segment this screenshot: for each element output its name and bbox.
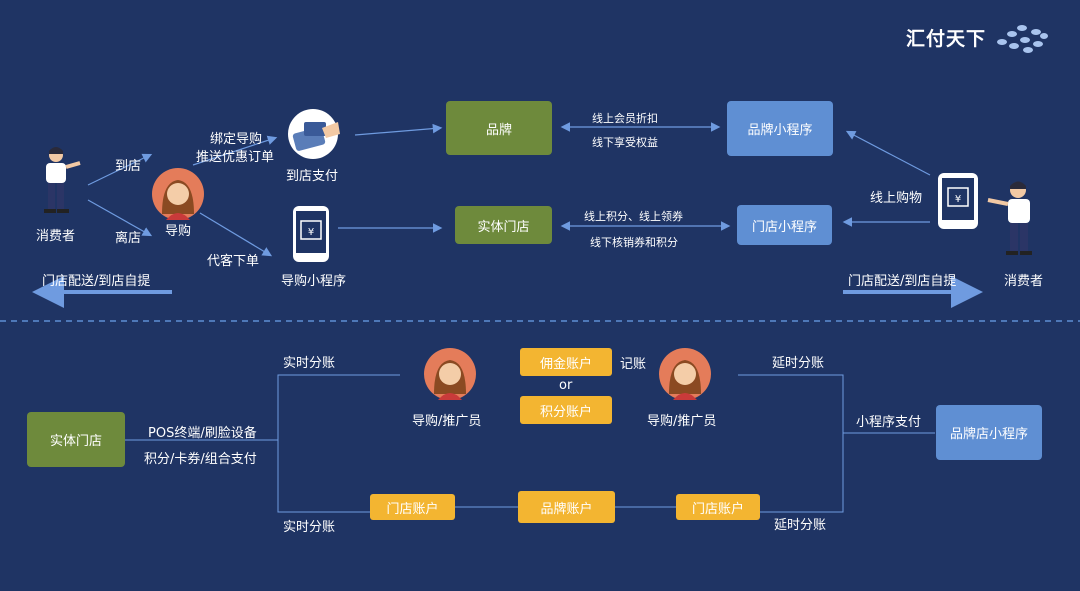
logo-mark-icon bbox=[997, 25, 1048, 53]
store-mini-program-box: 门店小程序 bbox=[737, 205, 832, 245]
delivery-left-label: 门店配送/到店自提 bbox=[42, 274, 151, 289]
promoter-left-avatar-icon bbox=[424, 348, 476, 400]
brand-link-line1: 线上会员折扣 bbox=[592, 112, 658, 125]
commission-account-box: 佣金账户 bbox=[520, 348, 612, 376]
bind-guide-line1: 绑定导购 bbox=[210, 132, 263, 147]
guide-avatar-icon bbox=[152, 168, 204, 220]
guide-mini-program-label: 导购小程序 bbox=[281, 274, 347, 289]
brand-logo: 汇付天下 bbox=[906, 20, 1050, 54]
mini-program-pay-label: 小程序支付 bbox=[856, 415, 922, 430]
realtime-split-top: 实时分账 bbox=[283, 356, 336, 371]
store-account-right-box: 门店账户 bbox=[676, 494, 760, 520]
physical-store-box: 实体门店 bbox=[455, 206, 552, 244]
brand-mini-program-box: 品牌小程序 bbox=[727, 101, 833, 156]
card-payment-icon bbox=[288, 109, 340, 159]
logo-text: 汇付天下 bbox=[905, 27, 986, 50]
delivery-right-label: 门店配送/到店自提 bbox=[848, 274, 957, 289]
consumer-right-icon bbox=[987, 181, 1032, 255]
promoter-left-label: 导购/推广员 bbox=[412, 414, 482, 429]
realtime-split-bottom: 实时分账 bbox=[283, 520, 336, 535]
bookkeeping-label: 记账 bbox=[620, 357, 647, 372]
consumer-left-label: 消费者 bbox=[36, 229, 76, 244]
svg-text:¥: ¥ bbox=[955, 194, 961, 205]
phone-right-icon: ¥ bbox=[938, 173, 978, 229]
delayed-split-bottom: 延时分账 bbox=[774, 518, 827, 533]
bind-guide-line2: 推送优惠订单 bbox=[196, 150, 275, 165]
store-link-line2: 线下核销券和积分 bbox=[590, 236, 678, 249]
brand-account-box: 品牌账户 bbox=[518, 491, 615, 523]
consumer-right-label: 消费者 bbox=[1004, 274, 1044, 289]
online-shopping-label: 线上购物 bbox=[870, 191, 923, 206]
store-account-left-box: 门店账户 bbox=[370, 494, 455, 520]
delayed-split-top: 延时分账 bbox=[772, 356, 825, 371]
pos-line1: POS终端/刷脸设备 bbox=[148, 426, 257, 441]
brand-store-mini-program-box: 品牌店小程序 bbox=[936, 405, 1042, 460]
phone-coupon-icon: ¥ bbox=[293, 206, 329, 262]
order-on-behalf-label: 代客下单 bbox=[207, 254, 260, 269]
bottom-physical-store-box: 实体门店 bbox=[27, 412, 125, 467]
or-label: or bbox=[559, 378, 573, 393]
guide-label: 导购 bbox=[165, 224, 192, 239]
leave-store-label: 离店 bbox=[115, 231, 142, 246]
in-store-pay-label: 到店支付 bbox=[286, 169, 339, 184]
consumer-left-icon bbox=[44, 147, 81, 213]
promoter-right-label: 导购/推广员 bbox=[647, 414, 717, 429]
to-store-label: 到店 bbox=[115, 159, 142, 174]
brand-link-line2: 线下享受权益 bbox=[592, 136, 658, 149]
points-account-box: 积分账户 bbox=[520, 396, 612, 424]
svg-text:¥: ¥ bbox=[308, 227, 314, 238]
brand-box: 品牌 bbox=[446, 101, 552, 155]
promoter-right-avatar-icon bbox=[659, 348, 711, 400]
store-link-line1: 线上积分、线上领券 bbox=[584, 210, 683, 223]
pos-line2: 积分/卡券/组合支付 bbox=[144, 452, 257, 467]
